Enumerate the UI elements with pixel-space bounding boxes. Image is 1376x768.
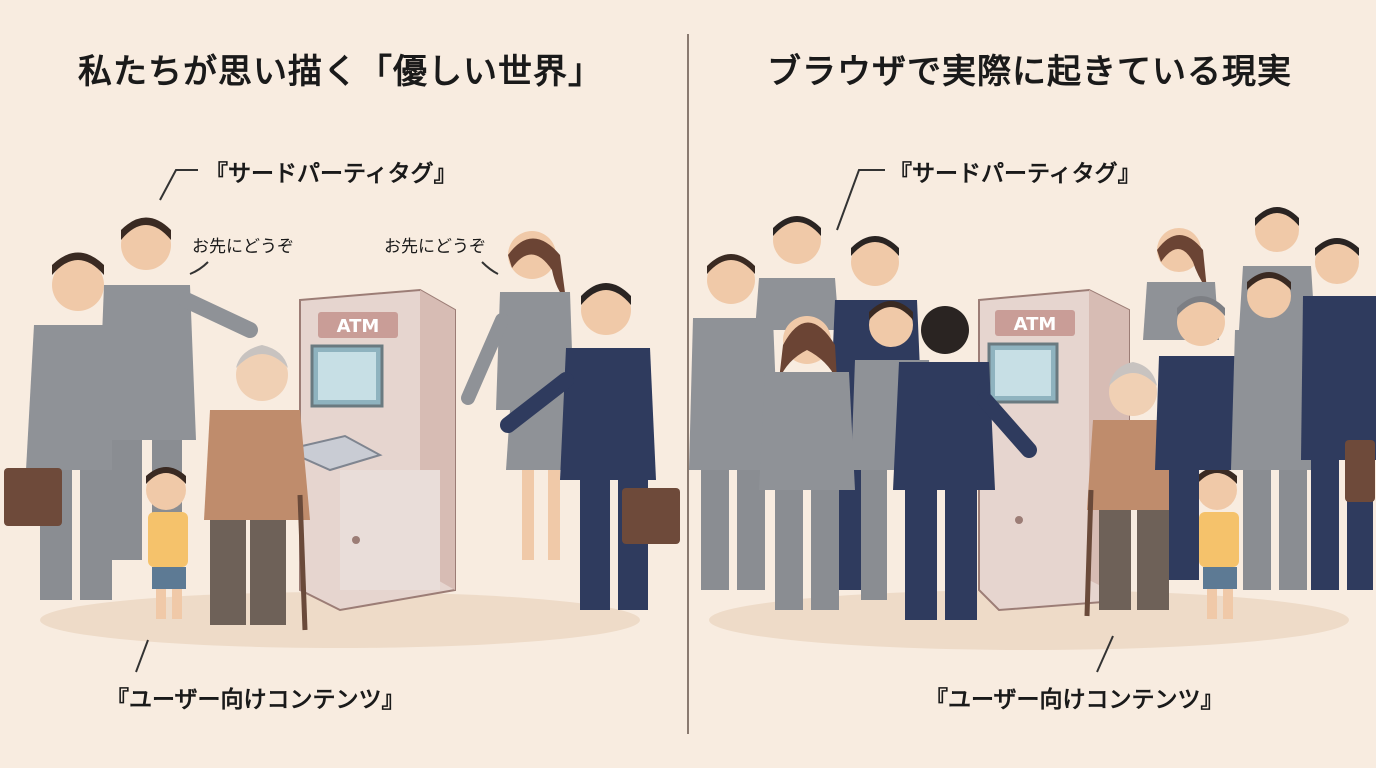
briefcase: [622, 488, 680, 544]
speech-mark-1: [189, 261, 209, 275]
tag-pointer-line: [159, 169, 198, 201]
speech-mark-2: [481, 261, 499, 275]
cane: [297, 494, 308, 631]
tag-pointer-line: [836, 169, 885, 231]
atm-keypad: [281, 434, 383, 472]
panel-divider: [687, 34, 689, 734]
ideal-world-title: 私たちが思い描く「優しい世界」: [78, 52, 603, 92]
ground-shadow: [40, 592, 640, 648]
businesswoman-gesturing: [461, 231, 574, 560]
ideal-world-panel: 私たちが思い描く「優しい世界」 ATM: [4, 52, 680, 713]
reality-title: ブラウザで実際に起きている現実: [767, 52, 1292, 92]
atm-sign-plate: [995, 310, 1075, 336]
businessman-gesturing: [98, 217, 258, 560]
child: [146, 467, 188, 619]
cane: [1084, 489, 1094, 617]
ground-shadow: [709, 590, 1349, 650]
user-content-label: 『ユーザー向けコンテンツ』: [106, 687, 405, 713]
child: [1197, 467, 1239, 619]
reality-panel: ブラウザで実際に起きている現実 ATM: [689, 0, 1376, 768]
ideal-world-scene: ATM: [4, 169, 680, 673]
speech-bubble-after-you-1: お先にどうぞ: [192, 237, 294, 257]
content-pointer-line: [135, 639, 149, 673]
reality-scene: ATM: [689, 169, 1376, 673]
angry-crowd-right: [1143, 207, 1376, 590]
user-content-label: 『ユーザー向けコンテンツ』: [925, 687, 1224, 713]
briefcase: [1345, 440, 1375, 502]
speech-bubble-after-you-2: お先にどうぞ: [384, 237, 486, 257]
briefcase: [4, 468, 62, 526]
angry-crowd-left: [689, 216, 933, 610]
elderly-woman-with-cane: [204, 345, 310, 631]
atm-sign: ATM: [1014, 314, 1057, 335]
third-party-tag-label: 『サードパーティタグ』: [205, 161, 457, 187]
atm-sign-plate: [318, 312, 398, 338]
third-party-tag-label: 『サードパーティタグ』: [889, 161, 1141, 187]
content-pointer-line: [1096, 635, 1114, 673]
man-cutting-in-at-atm: [893, 306, 1037, 620]
atm-machine: ATM: [281, 288, 456, 612]
businessman-navy-suit: [500, 283, 680, 610]
atm-sign: ATM: [337, 316, 380, 337]
